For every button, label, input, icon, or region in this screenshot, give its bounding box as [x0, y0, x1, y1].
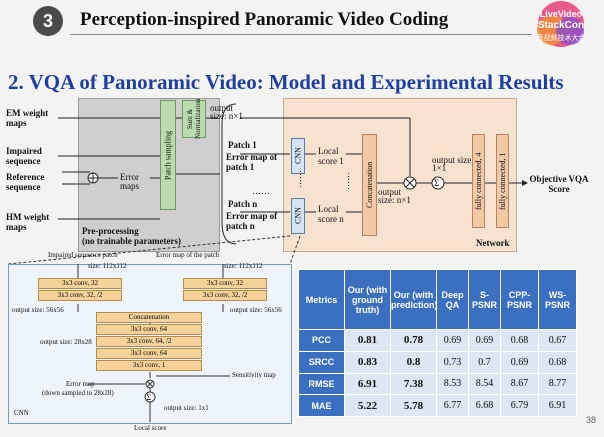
cell: 6.77 [436, 394, 469, 417]
cell: 6.91 [538, 394, 577, 417]
section-number-badge: 3 [33, 6, 63, 36]
page-number: 38 [585, 415, 596, 425]
diagram-connectors: Σ [58, 103, 528, 245]
patch1-label: Patch 1 [228, 140, 257, 150]
output-size-nx1-top: output size: n×1 [210, 103, 243, 121]
size-left-label: size: 112x112 [88, 262, 127, 270]
section-title: 2. VQA of Panoramic Video: Model and Exp… [8, 70, 564, 94]
header-metrics: Metrics [298, 269, 345, 330]
error-map-down-label: Error map [66, 380, 95, 388]
cell: 0.69 [500, 350, 539, 374]
output-size-nx1-concat: output size: n×1 [378, 187, 411, 205]
model-diagram: Σ EM weight maps Impaired sequence Refer… [0, 94, 604, 264]
table-row: MAE 5.22 5.78 6.77 6.68 6.79 6.91 [298, 394, 577, 417]
output-1x1-label: output size: 1x1 [164, 404, 209, 412]
svg-text:Σ: Σ [147, 393, 152, 402]
cell: 6.91 [344, 372, 391, 396]
input-impaired-sequence: Impaired sequence [6, 146, 42, 166]
output-28-label: output size: 28x28 [40, 338, 92, 346]
mid-conv-3: 3x3 conv, 64 [96, 348, 202, 359]
cell: 0.68 [538, 350, 577, 374]
svg-text:Σ: Σ [434, 178, 439, 188]
header-divider [70, 34, 532, 35]
patch-ellipsis: …… [252, 186, 270, 196]
input-hm-weight-maps: HM weight maps [6, 212, 50, 232]
row-metric: SRCC [298, 350, 345, 374]
network-label: Network [476, 238, 510, 248]
conference-logo: LiveVideo StackCon 音视频技术大会 [528, 0, 594, 52]
cnn-detail-label: CNN [14, 409, 29, 417]
table-row: PCC 0.81 0.78 0.69 0.69 0.68 0.67 [298, 329, 577, 352]
row-metric: PCC [298, 329, 345, 352]
cell: 5.22 [344, 394, 391, 417]
concat-box: Concatenation [96, 312, 202, 323]
header-s-psnr: S-PSNR [468, 269, 501, 330]
cell: 0.7 [468, 350, 501, 374]
error-map-patch1-label: Error map of patch 1 [226, 152, 278, 172]
logo-text-line3: 音视频技术大会 [536, 34, 586, 42]
cell: 8.54 [468, 372, 501, 396]
cell: 8.53 [436, 372, 469, 396]
header-ws-psnr: WS-PSNR [538, 269, 577, 330]
patchn-label: Patch n [228, 199, 258, 209]
cell: 5.78 [390, 394, 437, 417]
cnn-detail-connectors: Σ [77, 264, 230, 422]
table-row: SRCC 0.83 0.8 0.73 0.7 0.69 0.68 [298, 350, 577, 374]
error-maps-label: Error maps [120, 172, 139, 191]
header-our-pred: Our (with prediction) [390, 269, 438, 330]
cell: 6.79 [500, 394, 539, 417]
mid-conv-4: 3x3 conv, 1 [96, 360, 202, 371]
slide-header-title: Perception-inspired Panoramic Video Codi… [80, 9, 449, 30]
preprocessing-label: Pre-processing [82, 226, 139, 236]
local-score-1-label: Local score 1 [318, 146, 344, 166]
input-reference-sequence: Reference sequence [6, 172, 45, 192]
cell: 8.77 [538, 372, 577, 396]
header-our-gt: Our (with ground truth) [344, 269, 391, 330]
results-table: Metrics Our (with ground truth) Our (wit… [298, 269, 577, 417]
logo-text-line1: LiveVideo [539, 9, 583, 19]
left-conv-1: 3x3 conv, 32 [38, 278, 122, 289]
mid-conv-1: 3x3 conv, 64 [96, 324, 202, 335]
cell: 0.81 [344, 329, 391, 352]
table-header-row: Metrics Our (with ground truth) Our (wit… [298, 269, 577, 330]
local-score-n-label: Local score n [318, 204, 344, 224]
cell: 0.69 [436, 329, 469, 352]
size-right-label: size: 112x112 [224, 262, 263, 270]
cell: 0.8 [390, 350, 437, 374]
output-56-right: output size: 56x56 [230, 306, 282, 314]
right-conv-1: 3x3 conv, 32 [183, 278, 267, 289]
error-map-patch-label: Error map of the patch [156, 251, 220, 259]
cell: 0.83 [344, 350, 391, 374]
mid-conv-2: 3x3 conv, 64, /2 [96, 336, 202, 347]
left-conv-2: 3x3 conv, 32, /2 [38, 290, 122, 301]
header-deepqa: Deep QA [436, 269, 469, 330]
cell: 0.73 [436, 350, 469, 374]
local-score-label: Local score [134, 424, 167, 432]
down-sampled-label: (down sampled to 28x28) [42, 389, 114, 397]
cell: 0.68 [500, 329, 539, 352]
header-cpp-psnr: CPP-PSNR [500, 269, 539, 330]
row-metric: RMSE [298, 372, 345, 396]
cell: 0.67 [538, 329, 577, 352]
input-em-weight-maps: EM weight maps [6, 108, 49, 128]
cell: 6.68 [468, 394, 501, 417]
no-trainable-label: (no trainable parameters) [82, 236, 181, 246]
sensitivity-map-label: Sensitivity map [232, 371, 276, 379]
cell: 0.78 [390, 329, 437, 352]
objective-vqa-score-label: Objective VQA Score [529, 174, 589, 194]
output-size-1x1: output size: 1×1 [432, 155, 474, 173]
cell: 7.38 [390, 372, 437, 396]
logo-text-line2: StackCon [537, 20, 585, 31]
right-conv-2: 3x3 conv, 32, /2 [183, 290, 267, 301]
table-row: RMSE 6.91 7.38 8.53 8.54 8.67 8.77 [298, 372, 577, 396]
impaired-patch-label: Impaired sequence patch [48, 251, 118, 259]
output-56-left: output size: 56x56 [12, 306, 64, 314]
row-metric: MAE [298, 394, 345, 417]
cell: 8.67 [500, 372, 539, 396]
cell: 0.69 [468, 329, 501, 352]
error-map-patchn-label: Error map of patch n [226, 211, 278, 231]
